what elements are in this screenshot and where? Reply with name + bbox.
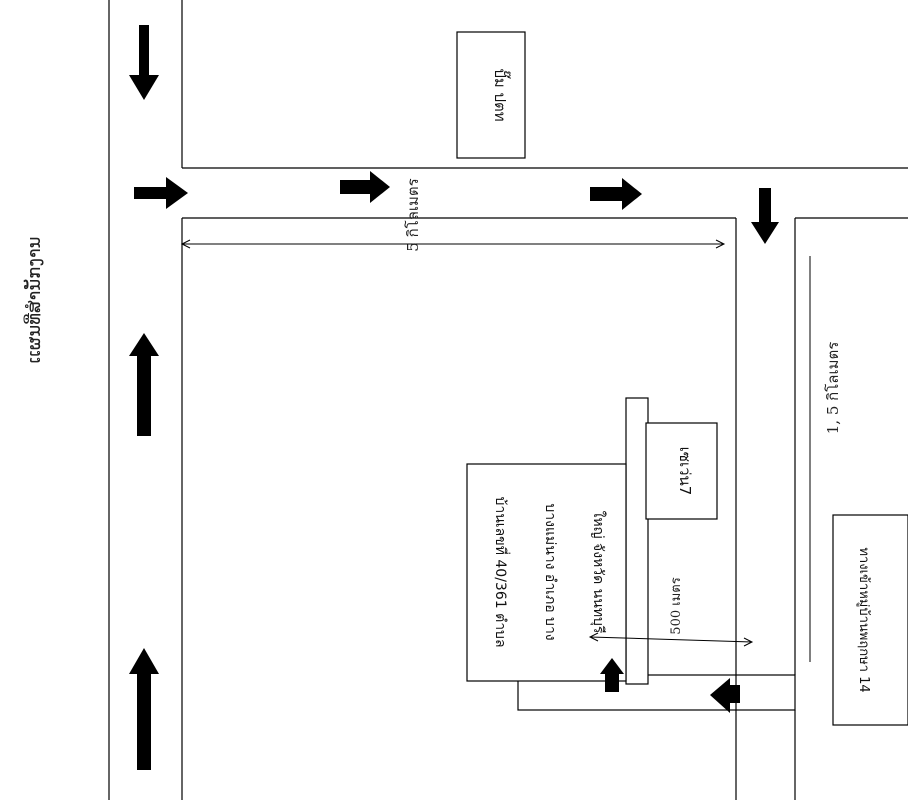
- arrow-up-address: [600, 658, 624, 692]
- soi-entrance-label: ทางเข้าหมู่บ้านพฤกษา 14: [856, 547, 871, 692]
- address-line-1: บ้านเลขที่ 40/361 ตำบล: [492, 496, 510, 647]
- address-box: [466, 463, 627, 682]
- arrow-right-main-junction: [134, 177, 188, 209]
- distance-label-short: 500 เมตร: [669, 577, 684, 634]
- seven-eleven-label: เซเว่น7: [676, 447, 694, 496]
- distance-label-side: 1, 5 กิโลเมตร: [824, 342, 842, 435]
- gas-station-label: ปั๊ม ปตท: [491, 68, 511, 121]
- top-road: [182, 167, 908, 219]
- address-line-3: ใหญ่ จังหวัด นนทบุรี: [590, 511, 607, 634]
- main-road: [108, 0, 183, 800]
- distance-lines: [180, 239, 811, 662]
- gas-station-box: [456, 31, 526, 159]
- address-line-2: บางแม่นาง อำเภอ บาง: [542, 503, 558, 640]
- distance-label-top: 5 กิโลเมตร: [404, 178, 422, 251]
- handwritten-title: ເເຜນທີ່ສຳນັກງານ: [22, 236, 45, 363]
- side-road: [735, 218, 796, 800]
- arrow-left-soi: [710, 678, 740, 713]
- arrow-right-top-1: [340, 171, 390, 203]
- arrow-down-main-top: [129, 25, 159, 100]
- arrow-down-side: [751, 188, 779, 244]
- arrow-right-top-2: [590, 178, 642, 210]
- seven-eleven-box: [645, 422, 718, 520]
- arrow-up-main-bottom: [129, 648, 159, 770]
- soi-road: [517, 674, 796, 711]
- arrow-up-main-middle: [129, 333, 159, 436]
- seven-eleven-post: [625, 397, 649, 685]
- soi-entrance-box: [832, 514, 908, 726]
